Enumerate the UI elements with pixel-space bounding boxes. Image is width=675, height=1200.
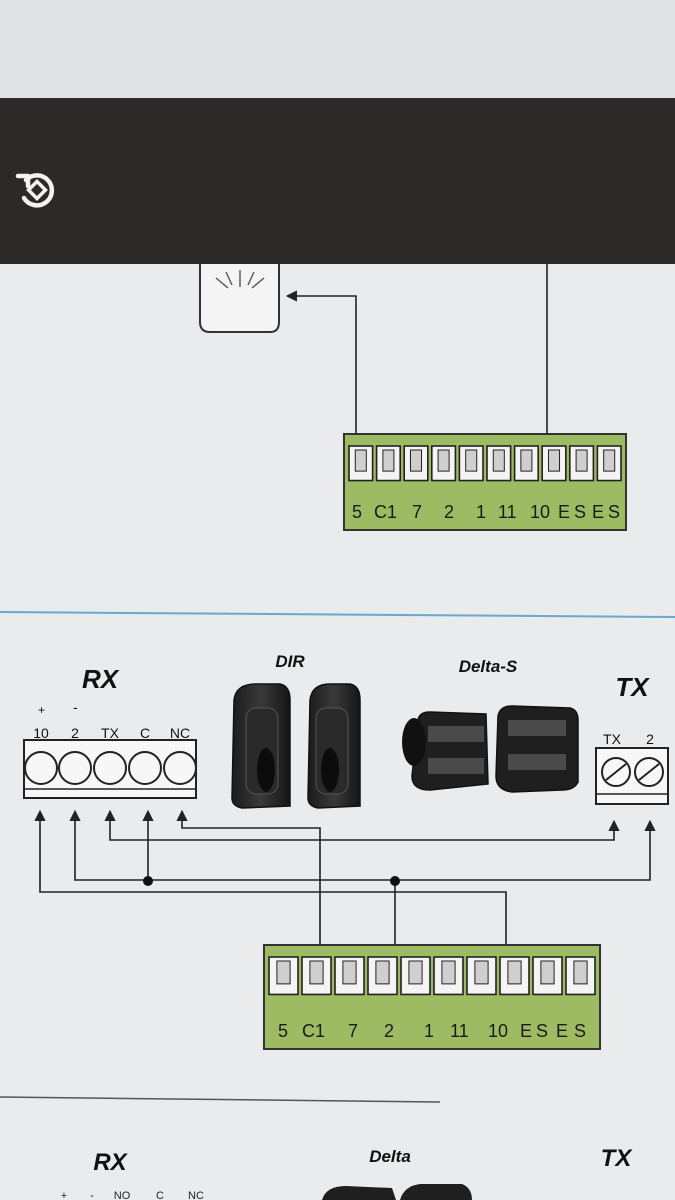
rx-minus-sign: - xyxy=(73,699,78,715)
section-divider xyxy=(0,611,675,618)
terminal-label: 7 xyxy=(348,1021,358,1041)
terminal-label: S xyxy=(574,502,586,522)
terminal-label: S xyxy=(574,1021,586,1041)
terminal-label: 10 xyxy=(488,1021,508,1041)
terminal-screw-slot xyxy=(575,449,588,472)
terminal-label: 5 xyxy=(278,1021,288,1041)
terminal-screw-slot xyxy=(409,449,423,472)
terminal-screw-slot xyxy=(465,449,478,472)
terminal-screw-slot xyxy=(441,960,456,985)
terminal-label: E xyxy=(592,502,604,522)
bottom-rx-terminal-label: NC xyxy=(188,1190,204,1200)
tx-connector xyxy=(595,747,669,805)
bottom-delta-label: Delta xyxy=(369,1147,411,1166)
terminal-label: 11 xyxy=(498,502,517,522)
dir-photocell-left xyxy=(231,683,291,809)
rx-terminal-circle xyxy=(24,751,58,785)
delta-s-photocell-right xyxy=(495,705,579,793)
terminal-label: 7 xyxy=(412,502,422,522)
bottom-rx-terminal-labels: + - NO C NC xyxy=(61,1190,204,1200)
terminal-screw-slot xyxy=(309,960,324,985)
rx-connector xyxy=(23,739,197,799)
terminal-label: 1 xyxy=(424,1021,434,1041)
lamp-wire xyxy=(285,290,357,450)
terminal-screw-slot xyxy=(375,960,390,985)
rx-terminal-label: NC xyxy=(170,725,190,741)
terminal-screw-slot xyxy=(408,960,423,985)
bottom-rx-terminal-label: + xyxy=(61,1190,67,1200)
terminal-screw-slot xyxy=(520,449,533,472)
delta-s-label: Delta-S xyxy=(459,657,518,676)
terminal-screw-slot xyxy=(474,960,489,985)
junction-dot xyxy=(390,876,400,886)
rx-terminal-labels: 10 2 TX C NC xyxy=(31,725,190,742)
bottom-rx-terminal-label: - xyxy=(90,1190,94,1200)
bottom-delta-devices xyxy=(322,1184,472,1200)
terminal-screw-slot xyxy=(507,960,522,985)
dir-label: DIR xyxy=(275,652,305,671)
terminal-label: E xyxy=(520,1021,532,1041)
wiring-lines xyxy=(34,809,656,962)
rx-terminal-label: 2 xyxy=(71,725,79,741)
bottom-rx-title: RX xyxy=(93,1149,128,1176)
terminal-label: E xyxy=(558,502,570,522)
terminal-label: 5 xyxy=(352,502,362,522)
rx-terminal-circle xyxy=(163,751,197,785)
terminal-label: S xyxy=(608,502,620,522)
dir-photocell-right xyxy=(307,683,361,809)
terminal-screw-slot xyxy=(603,449,616,472)
terminal-screw-slot xyxy=(437,449,450,472)
terminal-screw-slot xyxy=(492,449,505,472)
terminal-label: C1 xyxy=(374,502,397,522)
terminal-screw-slot xyxy=(276,960,291,985)
screen-header-bar xyxy=(0,98,675,264)
terminal-screw-slot xyxy=(540,960,555,985)
bottom-rx-terminal-label: C xyxy=(156,1190,164,1200)
tx-terminal-label: 2 xyxy=(646,731,654,747)
tx-terminal-label: TX xyxy=(603,731,622,747)
terminal-label: 2 xyxy=(384,1021,394,1041)
terminal-label: E xyxy=(556,1021,568,1041)
bottom-tx-title: TX xyxy=(601,1145,634,1172)
delta-s-photocell-left xyxy=(402,711,489,791)
rx-plus-sign: + xyxy=(38,703,45,717)
tx-terminal-labels: TX 2 xyxy=(603,731,654,747)
rx-title: RX xyxy=(82,664,120,694)
rx-terminal-label: 10 xyxy=(33,725,49,741)
bottom-rx-terminal-label: NO xyxy=(114,1190,131,1200)
junction-dot xyxy=(143,876,153,886)
terminal-label: 11 xyxy=(450,1021,469,1041)
tx-title: TX xyxy=(615,672,650,702)
terminal-label: 10 xyxy=(530,502,550,522)
terminal-screw-slot xyxy=(354,449,367,472)
rotate-icon xyxy=(15,173,55,208)
flashing-lamp xyxy=(199,264,280,333)
rotate-button[interactable] xyxy=(12,164,64,216)
terminal-label: S xyxy=(536,1021,548,1041)
terminal-label: 1 xyxy=(476,502,486,522)
rx-terminal-circle xyxy=(128,751,162,785)
terminal-screw-slot xyxy=(547,449,561,472)
terminal-screw-slot xyxy=(382,449,395,472)
terminal-screw-slot xyxy=(573,960,588,985)
rx-terminal-circle xyxy=(58,751,92,785)
terminal-screw-slot xyxy=(342,960,357,985)
rx-terminal-circle xyxy=(93,751,127,785)
terminal-label: C1 xyxy=(302,1021,325,1041)
rx-terminal-label: TX xyxy=(101,725,120,741)
terminal-label: 2 xyxy=(444,502,454,522)
section-divider-lower xyxy=(0,1096,441,1103)
rx-terminal-label: C xyxy=(140,725,150,741)
